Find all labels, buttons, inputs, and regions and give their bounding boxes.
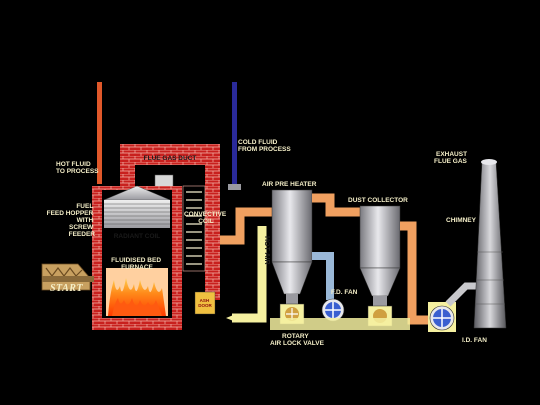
- hot-air-duct: [232, 226, 267, 323]
- air-pre-heater: [271, 189, 313, 304]
- flue-to-aph-duct: [220, 207, 272, 245]
- label-fluidised-bed: FLUIDISED BED FURNACE: [111, 257, 163, 271]
- id-fan: [428, 302, 456, 332]
- aph-to-dust-duct: [312, 193, 360, 217]
- fd-fan: [321, 298, 345, 322]
- furnace-flames: [106, 268, 168, 316]
- label-chimney: CHIMNEY: [446, 217, 477, 224]
- label-hot-air: HOT AIR: [263, 236, 270, 265]
- fuel-feed-hopper: [41, 263, 94, 291]
- label-convective-coil: CONVECTIVE COIL: [184, 211, 228, 225]
- dust-to-idfan-duct: [400, 221, 432, 325]
- ground-pad: [270, 318, 410, 330]
- ash-door: [194, 291, 216, 315]
- label-radiant-coil: RADIANT COIL: [114, 233, 161, 240]
- label-dust-collector: DUST COLLECTOR: [348, 197, 408, 204]
- hot-air-arrow: [226, 314, 236, 322]
- label-id-fan: I.D. FAN: [462, 337, 487, 344]
- label-exhaust: EXHAUST FLUE GAS: [434, 151, 469, 165]
- label-fd-fan: F.D. FAN: [331, 289, 358, 296]
- label-hot-fluid: HOT FLUID TO PROCESS: [56, 161, 99, 175]
- radiant-coil: [103, 185, 171, 228]
- label-flue-gas-duct: FLUE GAS DUCT: [144, 155, 197, 162]
- label-fuel-feed: FUEL FEED HOPPER WITH SCREW FEEDER: [47, 203, 96, 238]
- cold-pipe-flange: [228, 184, 241, 190]
- flue-gas-duct: [120, 144, 220, 300]
- hot-fluid-pipe: [97, 82, 102, 184]
- cold-fluid-pipe: [232, 82, 237, 190]
- label-cold-fluid: COLD FLUID FROM PROCESS: [238, 139, 291, 153]
- dust-collector: [359, 205, 401, 327]
- label-air-pre-heater: AIR PRE HEATER: [262, 181, 317, 188]
- chimney: [473, 159, 507, 329]
- label-start: START: [50, 283, 83, 294]
- label-ash-door: ASH DOOR: [198, 298, 212, 308]
- convective-coil: [182, 185, 206, 272]
- label-rotary-valve: ROTARY AIR LOCK VALVE: [270, 333, 325, 347]
- fd-fan-duct: [312, 252, 334, 300]
